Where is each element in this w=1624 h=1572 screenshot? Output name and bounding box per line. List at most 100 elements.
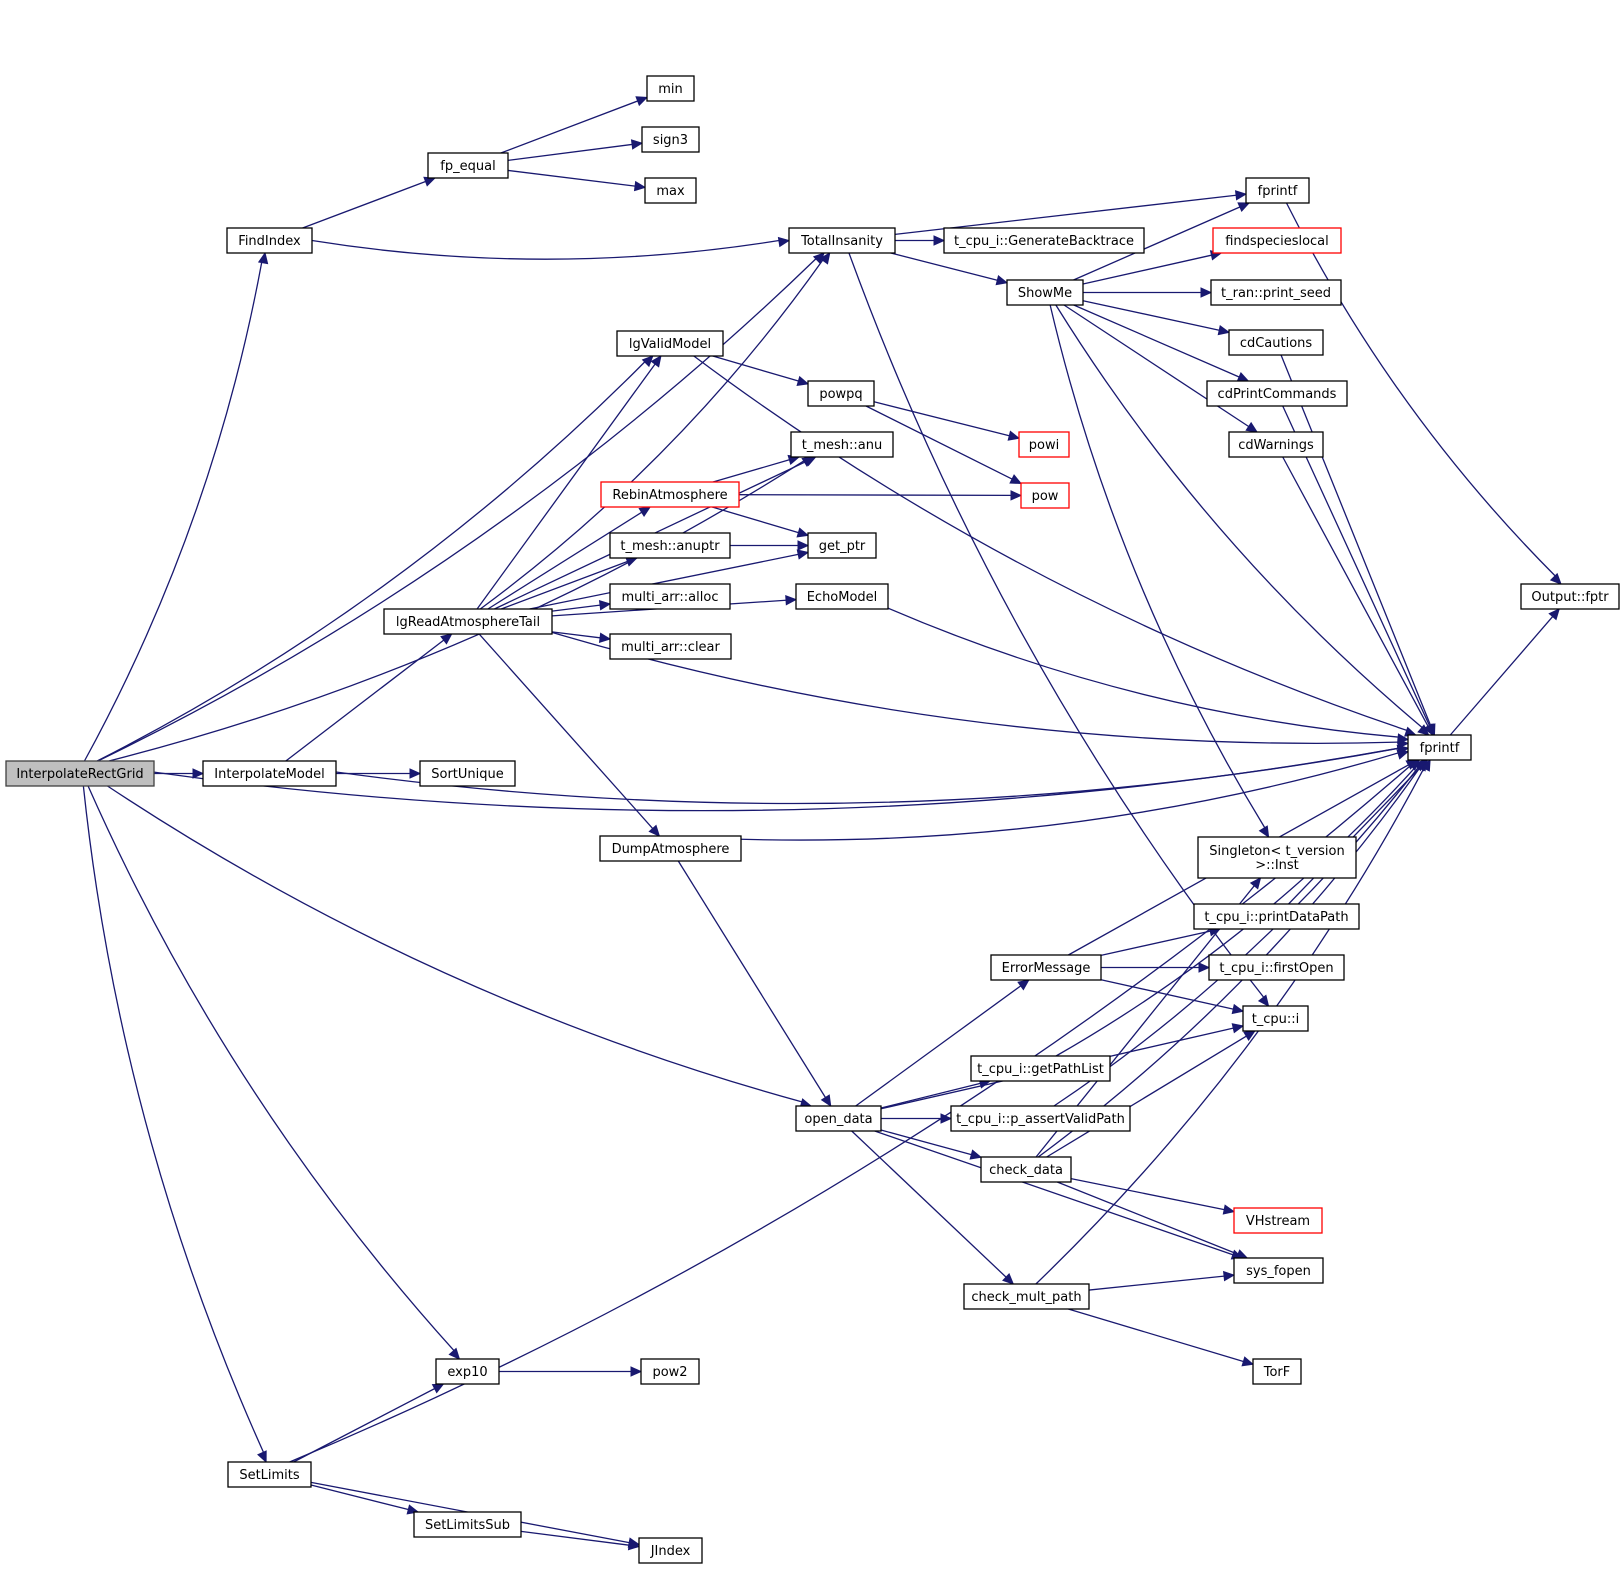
node-check-data[interactable]: check_data xyxy=(980,1156,1072,1183)
edge-line xyxy=(712,355,799,382)
edge-line xyxy=(873,401,1010,437)
node-fprintf-main[interactable]: fprintf xyxy=(1407,734,1472,761)
edge-line xyxy=(1280,354,1432,726)
node-label: t_cpu_i::p_assertValidPath xyxy=(956,1112,1125,1127)
node-check-mult-path[interactable]: check_mult_path xyxy=(963,1283,1090,1310)
edge-open-data-to-getpathlist xyxy=(880,1078,992,1109)
node-fprintf-top[interactable]: fprintf xyxy=(1245,177,1310,204)
node-fp-equal[interactable]: fp_equal xyxy=(427,152,509,179)
node-errormessage[interactable]: ErrorMessage xyxy=(990,954,1102,981)
node-sys-fopen[interactable]: sys_fopen xyxy=(1233,1257,1324,1284)
node-totalinsanity[interactable]: TotalInsanity xyxy=(788,227,896,254)
node-printdatapath[interactable]: t_cpu_i::printDataPath xyxy=(1193,903,1360,930)
arrowhead-icon xyxy=(633,180,647,192)
edge-line xyxy=(507,169,636,187)
edge-lgvalidmodel-to-fprintf-main xyxy=(693,355,1417,737)
node-rebinatmosphere[interactable]: RebinAtmosphere xyxy=(600,481,740,508)
node-anu[interactable]: t_mesh::anu xyxy=(790,431,894,458)
node-anuptr[interactable]: t_mesh::anuptr xyxy=(609,532,731,559)
edge-line xyxy=(1073,206,1241,281)
node-box xyxy=(1407,734,1472,761)
node-findspecieslocal[interactable]: findspecieslocal xyxy=(1212,227,1342,254)
node-lgreadatmospheretail[interactable]: lgReadAtmosphereTail xyxy=(383,608,553,635)
node-min[interactable]: min xyxy=(646,75,695,102)
edge-check-data-to-vhstream xyxy=(1070,1177,1236,1215)
arrowhead-icon xyxy=(1231,1003,1245,1015)
node-showme[interactable]: ShowMe xyxy=(1006,279,1084,306)
arrowhead-icon xyxy=(995,275,1009,286)
node-cdwarnings[interactable]: cdWarnings xyxy=(1228,431,1324,458)
node-open-data[interactable]: open_data xyxy=(795,1105,882,1132)
node-dumpatmosphere[interactable]: DumpAtmosphere xyxy=(599,835,742,862)
node-interpolatemodel[interactable]: InterpolateModel xyxy=(202,760,337,787)
node-torf[interactable]: TorF xyxy=(1252,1358,1302,1385)
node-box xyxy=(202,760,337,787)
node-t-cpu-i[interactable]: t_cpu::i xyxy=(1242,1005,1309,1032)
node-pow2[interactable]: pow2 xyxy=(640,1358,700,1385)
node-clear[interactable]: multi_arr::clear xyxy=(609,633,732,660)
edge-line xyxy=(880,1129,972,1156)
arrowhead-icon xyxy=(796,375,810,386)
node-exp10[interactable]: exp10 xyxy=(435,1358,500,1385)
edges-layer xyxy=(82,96,1562,1551)
node-setlimits[interactable]: SetLimits xyxy=(227,1461,312,1488)
edge-line xyxy=(1285,202,1556,577)
node-label: check_data xyxy=(989,1163,1063,1178)
arrowhead-icon xyxy=(431,1383,445,1394)
node-firstopen[interactable]: t_cpu_i::firstOpen xyxy=(1208,954,1345,981)
edge-line xyxy=(1055,304,1423,728)
node-box xyxy=(1208,954,1345,981)
node-label: lgReadAtmosphereTail xyxy=(396,615,540,630)
node-interpolaterectgrid[interactable]: InterpolateRectGrid xyxy=(5,760,155,787)
node-get-ptr[interactable]: get_ptr xyxy=(807,532,877,559)
node-cdcautions[interactable]: cdCautions xyxy=(1228,329,1324,356)
node-vhstream[interactable]: VHstream xyxy=(1233,1207,1323,1234)
node-sign3[interactable]: sign3 xyxy=(641,126,700,153)
edge-interpolaterectgrid-to-exp10 xyxy=(87,785,461,1360)
node-alloc[interactable]: multi_arr::alloc xyxy=(609,583,731,610)
node-print-seed[interactable]: t_ran::print_seed xyxy=(1210,279,1342,306)
node-output-fptr[interactable]: Output::fptr xyxy=(1520,583,1620,610)
node-cdprintcommands[interactable]: cdPrintCommands xyxy=(1206,380,1348,407)
node-pow[interactable]: pow xyxy=(1020,482,1070,509)
edge-showme-to-cdcautions xyxy=(1082,300,1231,336)
node-label: t_cpu::i xyxy=(1252,1012,1300,1027)
node-sortunique[interactable]: SortUnique xyxy=(419,760,516,787)
node-max[interactable]: max xyxy=(644,177,697,204)
arrowhead-icon xyxy=(1200,287,1213,298)
node-singleton[interactable]: Singleton< t_version>::Inst xyxy=(1197,836,1357,879)
node-label: TorF xyxy=(1263,1365,1291,1380)
arrowhead-icon xyxy=(1257,994,1270,1007)
edge-p-assertvalidpath-to-fprintf-main xyxy=(1053,759,1427,1107)
node-box xyxy=(950,1105,1131,1132)
edge-open-data-to-check-mult-path xyxy=(851,1130,1015,1285)
node-echomodel[interactable]: EchoModel xyxy=(795,583,889,610)
arrowhead-icon xyxy=(257,251,269,265)
node-findindex[interactable]: FindIndex xyxy=(226,227,313,254)
edge-lgreadatmospheretail-to-clear xyxy=(551,631,612,643)
node-getpathlist[interactable]: t_cpu_i::getPathList xyxy=(970,1055,1111,1082)
node-box xyxy=(1018,431,1070,458)
node-generatebacktrace[interactable]: t_cpu_i::GenerateBacktrace xyxy=(943,227,1145,254)
node-box xyxy=(795,1105,882,1132)
arrowhead-icon xyxy=(440,633,453,645)
arrowhead-icon xyxy=(627,1539,641,1551)
node-powpq[interactable]: powpq xyxy=(807,380,875,407)
node-box xyxy=(1520,583,1620,610)
node-setlimitssub[interactable]: SetLimitsSub xyxy=(413,1511,522,1538)
edge-rebinatmosphere-to-get-ptr xyxy=(711,506,810,538)
node-p-assertvalidpath[interactable]: t_cpu_i::p_assertValidPath xyxy=(950,1105,1131,1132)
edge-line xyxy=(87,785,455,1352)
edge-line xyxy=(851,1130,1007,1278)
node-box xyxy=(807,380,875,407)
node-powi[interactable]: powi xyxy=(1018,431,1070,458)
node-box xyxy=(1228,431,1324,458)
node-lgvalidmodel[interactable]: lgValidModel xyxy=(616,330,724,357)
node-jindex[interactable]: JIndex xyxy=(638,1537,703,1564)
arrowhead-icon xyxy=(1245,421,1259,433)
edge-open-data-to-check-data xyxy=(880,1129,983,1160)
node-box xyxy=(226,227,313,254)
edge-lgreadatmospheretail-to-lgvalidmodel xyxy=(476,355,662,610)
node-box xyxy=(383,608,553,635)
